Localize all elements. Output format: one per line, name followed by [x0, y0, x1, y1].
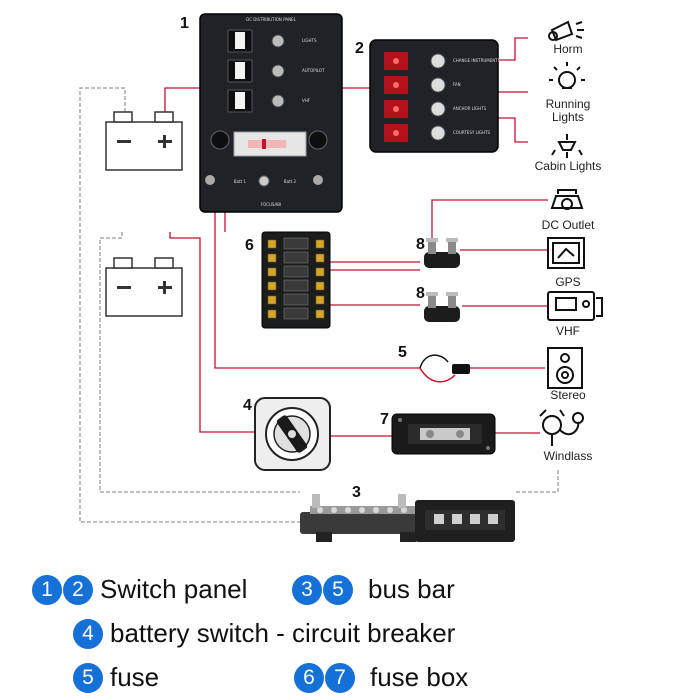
- panel-1-brand: FOCUSABI: [261, 202, 281, 207]
- legend-text-fuse: fuse: [110, 662, 160, 692]
- gps-icon: [547, 237, 585, 269]
- switch-panel-2: CHANGE INSTRUMENTS FAN ANCHOR LIGHTS COU…: [369, 39, 501, 153]
- windlass-icon: [539, 409, 584, 446]
- terminal-stud-8a: [424, 238, 460, 268]
- component-number-8b: 8: [416, 285, 425, 302]
- legend-text-switch-panel: Switch panel: [100, 574, 248, 604]
- panel-1-switch-3: VHF: [227, 89, 311, 113]
- panel-1-header: DC DISTRIBUTION PANEL: [246, 17, 296, 22]
- legend-badge: 4: [73, 618, 103, 649]
- bus-bar-3: [300, 494, 432, 542]
- legend-badge: 5: [73, 662, 103, 693]
- panel-1-batt-label: Batt 2: [284, 179, 297, 184]
- component-number-7: 7: [380, 411, 389, 428]
- legend-row-fuse: 5 fuse: [73, 662, 159, 693]
- legend-badge: 2: [63, 574, 93, 605]
- component-number-1: 1: [180, 15, 189, 32]
- legend-badge: 7: [325, 662, 355, 693]
- terminal-stud-8b: [424, 292, 460, 322]
- panel-2-switch-4: COURTESY LIGHTS: [384, 124, 491, 142]
- component-number-3: 3: [352, 484, 361, 501]
- panel-2-switch-label: FAN: [453, 82, 461, 87]
- legend-text-battery-switch: battery switch - circuit breaker: [110, 618, 456, 648]
- dc-outlet-icon: [550, 189, 584, 210]
- inline-fuse-5: [419, 354, 470, 383]
- switch-panel-1: DC DISTRIBUTION PANEL LIGHTS AUTOPILOT V…: [199, 13, 343, 213]
- positive-wires: [164, 37, 548, 437]
- legend-badge: 6: [294, 662, 324, 693]
- gps-label: GPS: [555, 275, 580, 289]
- bus-bar-cover: [415, 500, 515, 542]
- horn-icon: [548, 20, 584, 42]
- fuse-box-7: [391, 413, 496, 455]
- panel-1-batt-label: Batt 1: [234, 179, 247, 184]
- battery-2: [105, 257, 183, 317]
- panel-2-switch-2: FAN: [384, 76, 461, 94]
- cabin-lights-label: Cabin Lights: [535, 159, 602, 173]
- legend-row-battery-switch: 4 battery switch - circuit breaker: [73, 618, 455, 649]
- cabin-lights-icon: [551, 134, 583, 158]
- legend-badge: 3: [292, 574, 322, 605]
- horn-label: Horm: [553, 42, 582, 56]
- component-number-2: 2: [355, 40, 364, 57]
- legend-badge: 1: [32, 574, 62, 605]
- battery-1: [105, 111, 183, 171]
- component-number-6: 6: [245, 237, 254, 254]
- vhf-label: VHF: [556, 324, 580, 338]
- component-number-4: 4: [243, 397, 252, 414]
- running-lights-label-2: Lights: [552, 110, 584, 124]
- panel-2-switch-label: CHANGE INSTRUMENTS: [453, 58, 501, 63]
- legend-row-switch-panel: 1 2 Switch panel: [32, 574, 247, 605]
- panel-1-switch-label: AUTOPILOT: [302, 68, 325, 73]
- running-lights-label-1: Running: [546, 97, 591, 111]
- legend-row-fuse-box: 6 7 fuse box: [294, 662, 468, 693]
- windlass-label: Windlass: [544, 449, 593, 463]
- running-lights-icon: [549, 62, 585, 89]
- legend-badge: 5: [323, 574, 353, 605]
- panel-2-switch-3: ANCHOR LIGHTS: [384, 100, 487, 118]
- stereo-icon: [547, 347, 583, 389]
- wiring-diagram: DC DISTRIBUTION PANEL LIGHTS AUTOPILOT V…: [79, 13, 603, 542]
- dc-outlet-label: DC Outlet: [542, 218, 595, 232]
- legend: 1 2 Switch panel 3 5 bus bar 4 battery s…: [0, 560, 700, 700]
- legend-row-bus-bar: 3 5 bus bar: [292, 574, 455, 605]
- vhf-icon: [547, 291, 603, 321]
- component-number-8a: 8: [416, 236, 425, 253]
- panel-2-switch-label: ANCHOR LIGHTS: [453, 106, 487, 111]
- legend-text-fuse-box: fuse box: [370, 662, 469, 692]
- stereo-label: Stereo: [550, 388, 586, 402]
- panel-1-switch-label: VHF: [302, 98, 311, 103]
- component-number-5: 5: [398, 344, 407, 361]
- battery-switch-4: [254, 397, 331, 471]
- panel-1-switch-label: LIGHTS: [302, 38, 317, 43]
- panel-2-switch-label: COURTESY LIGHTS: [453, 130, 491, 135]
- panel-2-switch-1: CHANGE INSTRUMENTS: [384, 52, 501, 70]
- legend-text-bus-bar: bus bar: [368, 574, 455, 604]
- panel-1-switch-1: LIGHTS: [227, 29, 317, 53]
- panel-1-switch-2: AUTOPILOT: [227, 59, 325, 83]
- fuse-box-6: [261, 231, 331, 329]
